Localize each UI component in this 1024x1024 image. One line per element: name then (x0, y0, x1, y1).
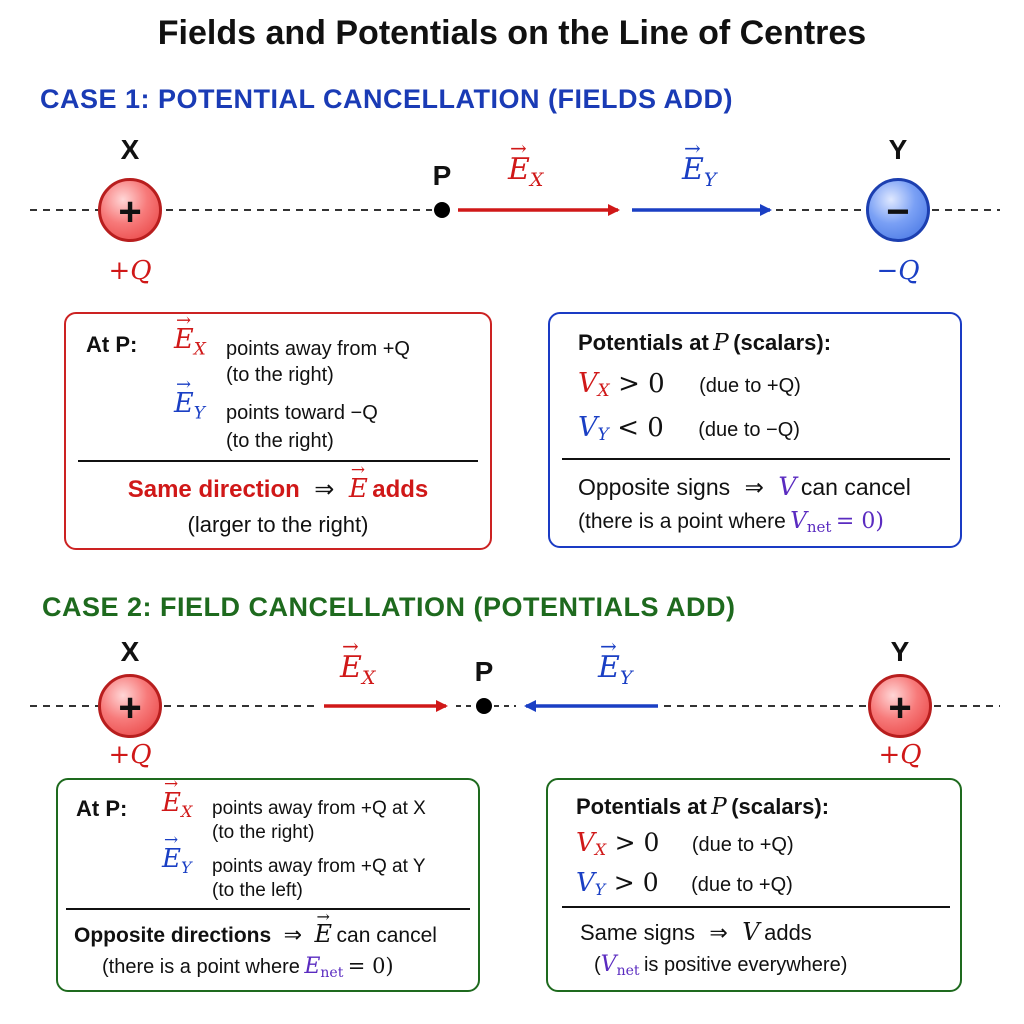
page-title: Fields and Potentials on the Line of Cen… (157, 14, 867, 52)
case2-point-p (476, 698, 492, 714)
case1-y-charge-value: −Q (876, 256, 920, 286)
case1-field-conclusion: Same direction ⇒ →E adds (127, 460, 429, 504)
case1-p-label: P (432, 160, 452, 191)
case2-ex-label: → EX (340, 634, 376, 689)
case2-potential-conclusion: Same signs ⇒ V adds (580, 918, 812, 946)
case1-field-ex-dir: (to the right) (226, 364, 334, 386)
case1-potential-heading: Potentials at P (scalars): (578, 330, 832, 356)
case2-y-charge-value: +Q (878, 740, 922, 770)
case1-field-ey-dir: (to the right) (226, 430, 334, 452)
case2-field-divider (66, 908, 470, 910)
case2-charge-x: + (98, 674, 162, 738)
case1-x-charge-value: +Q (108, 256, 152, 286)
case2-x-label: X (120, 636, 140, 667)
case2-field-ex-dir: (to the right) (212, 822, 315, 843)
case1-field-ey-symbol: →EY (174, 374, 205, 424)
case1-field-ex-desc: points away from +Q (226, 338, 410, 360)
case2-potential-box: Potentials at P (scalars): VX > 0 (due t… (546, 778, 962, 992)
case2-field-ex-desc: points away from +Q at X (212, 798, 426, 819)
case2-field-ey-dir: (to the left) (212, 880, 303, 901)
case1-y-label: Y (888, 134, 908, 165)
case2-field-ey-desc: points away from +Q at Y (212, 856, 426, 877)
case1-x-label: X (120, 134, 140, 165)
case1-field-ex-symbol: →EX (174, 310, 206, 360)
case2-potential-note: (Vnet is positive everywhere) (594, 952, 848, 980)
case1-field-box: At P: →EX points away from +Q (to the ri… (64, 310, 492, 550)
case1-ex-label: → EX (508, 136, 544, 191)
case2-potential-divider (562, 906, 950, 908)
case1-heading: CASE 1: POTENTIAL CANCELLATION (FIELDS A… (40, 84, 733, 114)
case1-field-note: (larger to the right) (187, 512, 369, 537)
case2-field-note: (there is a point where Enet = 0) (102, 954, 394, 982)
case1-potential-conclusion: Opposite signs ⇒ V can cancel (578, 472, 911, 501)
case2-y-label: Y (890, 636, 910, 667)
case2-vy-row: VY > 0 (due to +Q) (576, 868, 793, 900)
case1-field-ey-desc: points toward −Q (226, 402, 378, 424)
case2-field-box: At P: →EX points away from +Q at X (to t… (56, 774, 480, 992)
case1-potential-divider (562, 458, 950, 460)
case2-potential-heading: Potentials at P (scalars): (576, 794, 830, 820)
case1-ey-label: → EY (682, 136, 717, 191)
case1-charge-x: + (98, 178, 162, 242)
case1-potential-note: (there is a point where Vnet = 0) (578, 508, 884, 537)
case1-potential-box: Potentials at P (scalars): VX > 0 (due t… (548, 312, 962, 548)
case1-field-divider (78, 460, 478, 462)
case2-field-ey-symbol: →EY (162, 830, 192, 878)
case2-x-charge-value: +Q (108, 740, 152, 770)
case2-field-ex-symbol: →EX (162, 774, 193, 822)
case1-charge-y: − (866, 178, 930, 242)
case2-p-label: P (474, 656, 494, 687)
case1-field-at: At P: (86, 332, 138, 357)
case2-ey-label: → EY (598, 634, 633, 689)
case1-vy-row: VY < 0 (due to −Q) (578, 412, 800, 446)
case2-heading: CASE 2: FIELD CANCELLATION (POTENTIALS A… (42, 592, 736, 622)
case1-point-p (434, 202, 450, 218)
case2-field-conclusion: Opposite directions ⇒ →E can cancel (74, 907, 437, 948)
case2-vx-row: VX > 0 (due to +Q) (576, 828, 794, 860)
case2-field-at: At P: (76, 796, 128, 821)
case2-charge-y: + (868, 674, 932, 738)
case1-vx-row: VX > 0 (due to +Q) (578, 368, 801, 402)
